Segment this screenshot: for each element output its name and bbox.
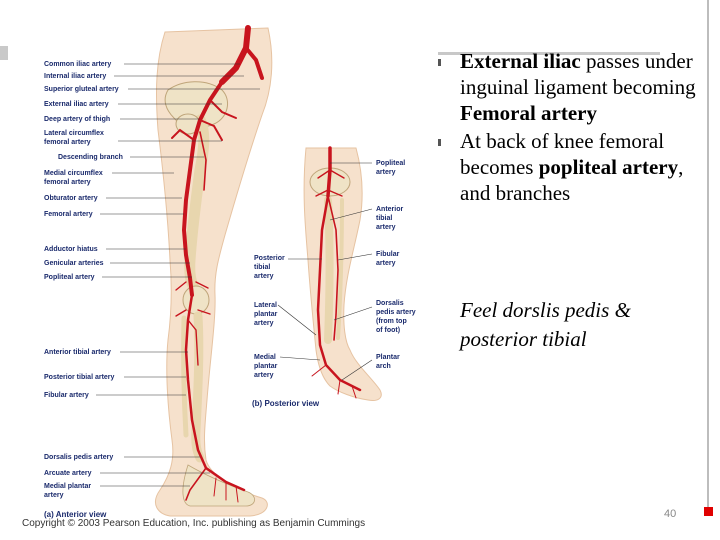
bullet-item: At back of knee femoral becomes poplitea… (438, 128, 708, 206)
label-lateral-plantar-3: artery (254, 320, 274, 327)
label-plantar-arch-2: arch (376, 363, 391, 370)
label-adductor-hiatus: Adductor hiatus (44, 246, 98, 253)
label-posterior-tibial: Posterior tibial artery (44, 374, 115, 381)
anatomy-illustration: Common iliac artery Internal iliac arter… (44, 25, 416, 519)
anterior-leader-lines (96, 63, 260, 487)
label-superior-gluteal: Superior gluteal artery (44, 86, 119, 93)
label-medial-plantar-b: Medial (254, 354, 276, 361)
label-posterior-tibial-b-3: artery (254, 273, 274, 280)
label-lateral-circumflex-2: femoral artery (44, 139, 91, 146)
bullet-text: At back of knee femoral becomes (460, 129, 665, 179)
label-external-iliac: External iliac artery (44, 101, 109, 108)
label-descending-branch: Descending branch (58, 154, 123, 161)
label-popliteal: Popliteal artery (44, 274, 95, 281)
label-popliteal-b-2: artery (376, 169, 396, 176)
label-femoral: Femoral artery (44, 211, 93, 218)
label-dorsalis-pedis-b-4: of foot) (376, 327, 400, 334)
label-common-iliac: Common iliac artery (44, 61, 111, 68)
label-obturator: Obturator artery (44, 195, 98, 202)
bullet-item: External iliac passes under inguinal lig… (438, 48, 708, 126)
label-deep-artery-thigh: Deep artery of thigh (44, 116, 110, 123)
label-plantar-arch: Plantar (376, 354, 400, 361)
bullet-text: passes under inguinal ligament becoming (460, 49, 696, 99)
bullet-text: , and branches (460, 155, 684, 205)
label-posterior-tibial-b: Posterior (254, 255, 285, 262)
palpation-note: Feel dorslis pedis & posterior tibial (460, 298, 631, 351)
right-rule (707, 0, 709, 510)
caption-posterior-view: (b) Posterior view (252, 399, 320, 408)
top-rule (438, 52, 660, 55)
label-lateral-plantar-2: plantar (254, 311, 278, 318)
label-dorsalis-pedis-b: Dorsalis (376, 300, 404, 307)
label-dorsalis-pedis-b-3: (from top (376, 318, 407, 325)
label-dorsalis-pedis-b-2: pedis artery (376, 309, 416, 316)
label-posterior-tibial-b-2: tibial (254, 264, 270, 271)
posterior-fibula (336, 198, 344, 340)
label-fibular: Fibular artery (44, 392, 89, 399)
label-anterior-tibial-b-2: tibial (376, 215, 392, 222)
label-medial-circumflex: Medial circumflex (44, 170, 103, 177)
label-lateral-plantar: Lateral (254, 302, 277, 309)
label-medial-circumflex-2: femoral artery (44, 179, 91, 186)
label-anterior-tibial: Anterior tibial artery (44, 349, 111, 356)
label-fibular-b: Fibular (376, 251, 400, 258)
bullet-marker (438, 59, 441, 66)
bullet-bold-term: Femoral artery (460, 101, 598, 125)
copyright-notice: Copyright © 2003 Pearson Education, Inc.… (22, 518, 366, 529)
label-popliteal-b: Popliteal (376, 160, 405, 167)
label-dorsalis-pedis: Dorsalis pedis artery (44, 454, 113, 461)
label-medial-plantar-b-3: artery (254, 372, 274, 379)
label-anterior-tibial-b-3: artery (376, 224, 396, 231)
bullet-bold-term: popliteal artery (538, 155, 679, 179)
bullet-marker (438, 139, 441, 146)
leg-arteries-figure: Common iliac artery Internal iliac arter… (0, 20, 440, 535)
bullet-bold-term: External iliac (460, 49, 581, 73)
label-genicular: Genicular arteries (44, 260, 104, 267)
posterior-leader-lines (277, 162, 373, 381)
corner-mark (704, 507, 713, 516)
page-number: 40 (664, 508, 677, 520)
posterior-arteries (311, 146, 362, 399)
fibula-bone (181, 315, 189, 438)
label-anterior-tibial-b: Anterior (376, 206, 404, 213)
posterior-tibia (324, 196, 334, 344)
label-medial-plantar-2: artery (44, 492, 64, 499)
label-internal-iliac: Internal iliac artery (44, 73, 106, 80)
patella (182, 285, 210, 315)
label-medial-plantar-b-2: plantar (254, 363, 278, 370)
left-marker (0, 46, 8, 60)
caption-anterior-view: (a) Anterior view (44, 510, 107, 519)
label-lateral-circumflex: Lateral circumflex (44, 130, 104, 137)
bullet-list: External iliac passes under inguinal lig… (438, 48, 708, 208)
label-medial-plantar: Medial plantar (44, 483, 91, 490)
label-fibular-b-2: artery (376, 260, 396, 267)
label-arcuate: Arcuate artery (44, 470, 92, 477)
anterior-arteries (171, 25, 264, 503)
